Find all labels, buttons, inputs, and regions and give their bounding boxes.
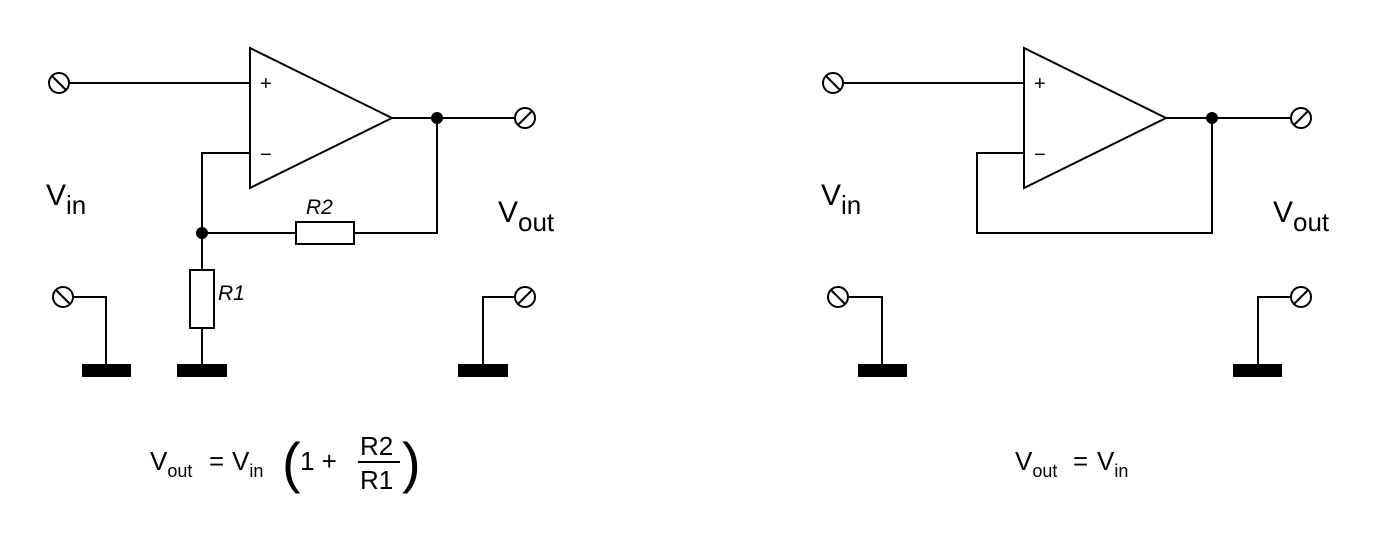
follower-op-amp-triangle	[1023, 46, 1169, 190]
formula-equals: =	[209, 446, 224, 476]
follower-input-ground-icon	[858, 364, 907, 377]
input-voltage-label: Vin	[46, 179, 86, 220]
follower-output-ground-icon	[1233, 364, 1282, 377]
op-amp-triangle	[249, 46, 395, 190]
input-ground-icon	[82, 364, 131, 377]
formula-numerator: R2	[360, 431, 393, 461]
output-ground-icon	[458, 364, 508, 377]
follower-input-ground-wire	[848, 296, 883, 364]
resistor-r1	[189, 269, 215, 329]
formula-lhs: Vout	[150, 446, 192, 481]
follower-input-ground-terminal-icon	[827, 286, 849, 308]
r1-ground-icon	[177, 364, 227, 377]
follower-feedback-wire	[976, 118, 1213, 234]
output-ground-terminal-icon	[514, 286, 536, 308]
gain-formula: Vout = Vin ( 1 + R2 R1 )	[150, 431, 421, 495]
resistor-r2	[295, 221, 355, 245]
follower-inverting-input-sign: −	[1034, 144, 1046, 166]
resistor-r2-label: R2	[306, 196, 333, 219]
formula-close-paren: )	[402, 431, 421, 494]
follower-output-voltage-label: Vout	[1273, 196, 1330, 237]
input-ground-wire	[73, 296, 107, 364]
formula-rhs: Vin	[232, 446, 263, 481]
follower-output-ground-wire	[1257, 296, 1291, 364]
follower-formula-lhs: Vout	[1015, 446, 1057, 481]
output-voltage-label: Vout	[498, 196, 555, 237]
follower-non-inverting-input-sign: +	[1034, 73, 1046, 95]
output-terminal-icon	[514, 107, 536, 129]
formula-denominator: R1	[360, 465, 393, 495]
follower-formula-equals: =	[1073, 446, 1088, 476]
input-terminal-icon	[48, 72, 70, 94]
follower-formula: Vout = Vin	[1015, 446, 1128, 481]
inverting-input-wire	[201, 152, 250, 233]
feedback-wire-right	[354, 118, 438, 234]
follower-output-terminal-icon	[1290, 107, 1312, 129]
non-inverting-input-sign: +	[260, 73, 272, 95]
output-ground-wire	[482, 296, 515, 364]
inverting-input-sign: −	[260, 144, 272, 166]
non-inverting-amplifier-circuit: + − R2 R1	[46, 46, 555, 495]
formula-one-plus: 1 +	[300, 446, 337, 476]
voltage-follower-circuit: + − Vin Vout Vout	[821, 46, 1330, 481]
formula-open-paren: (	[282, 431, 301, 494]
input-ground-terminal-icon	[52, 286, 74, 308]
follower-formula-rhs: Vin	[1097, 446, 1128, 481]
follower-output-ground-terminal-icon	[1290, 286, 1312, 308]
resistor-r1-label: R1	[218, 282, 245, 305]
follower-input-terminal-icon	[822, 72, 844, 94]
follower-input-voltage-label: Vin	[821, 179, 861, 220]
